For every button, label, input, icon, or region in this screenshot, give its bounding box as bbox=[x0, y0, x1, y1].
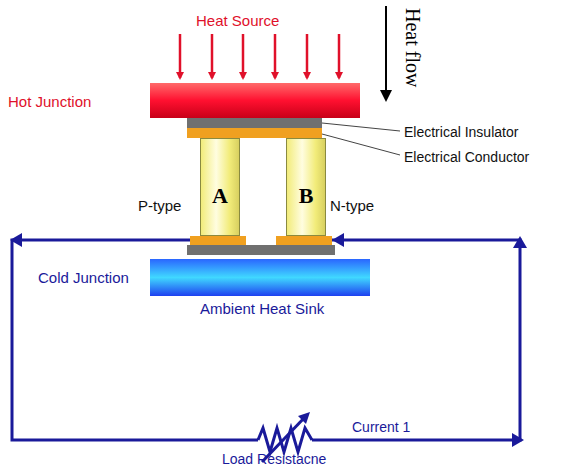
leader-lines bbox=[322, 123, 400, 155]
leg-letter: A bbox=[201, 184, 239, 208]
part-label: Electrical Conductor bbox=[404, 148, 529, 166]
flow-label: Heat flow bbox=[401, 8, 425, 87]
leg-letter: B bbox=[287, 184, 325, 208]
heat-sink-bar bbox=[150, 259, 370, 296]
part-label: Load Resistacne bbox=[222, 450, 326, 468]
part-label: Electrical Insulator bbox=[404, 123, 518, 141]
semiconductor-leg: B bbox=[286, 138, 326, 236]
circuit-wire bbox=[12, 240, 520, 440]
insulator-plate bbox=[187, 118, 322, 128]
current-arrowheads bbox=[10, 233, 527, 447]
part-label: Hot Junction bbox=[8, 92, 91, 111]
part-label: Ambient Heat Sink bbox=[200, 299, 324, 318]
part-label: Cold Junction bbox=[38, 268, 129, 287]
conductor-pad bbox=[276, 236, 332, 245]
heat-arrows bbox=[180, 34, 339, 78]
conductor-pad bbox=[190, 236, 246, 245]
insulator-plate bbox=[187, 245, 335, 255]
part-label: P-type bbox=[138, 196, 181, 215]
semiconductor-leg: A bbox=[200, 138, 240, 236]
part-label: Heat Source bbox=[196, 11, 279, 30]
hot-junction-bar bbox=[150, 83, 360, 118]
conductor-plate bbox=[187, 128, 322, 138]
heat-flow-arrow bbox=[385, 6, 387, 100]
part-label: Current 1 bbox=[352, 418, 410, 436]
part-label: N-type bbox=[330, 196, 374, 215]
variable-arrowhead bbox=[298, 412, 310, 424]
